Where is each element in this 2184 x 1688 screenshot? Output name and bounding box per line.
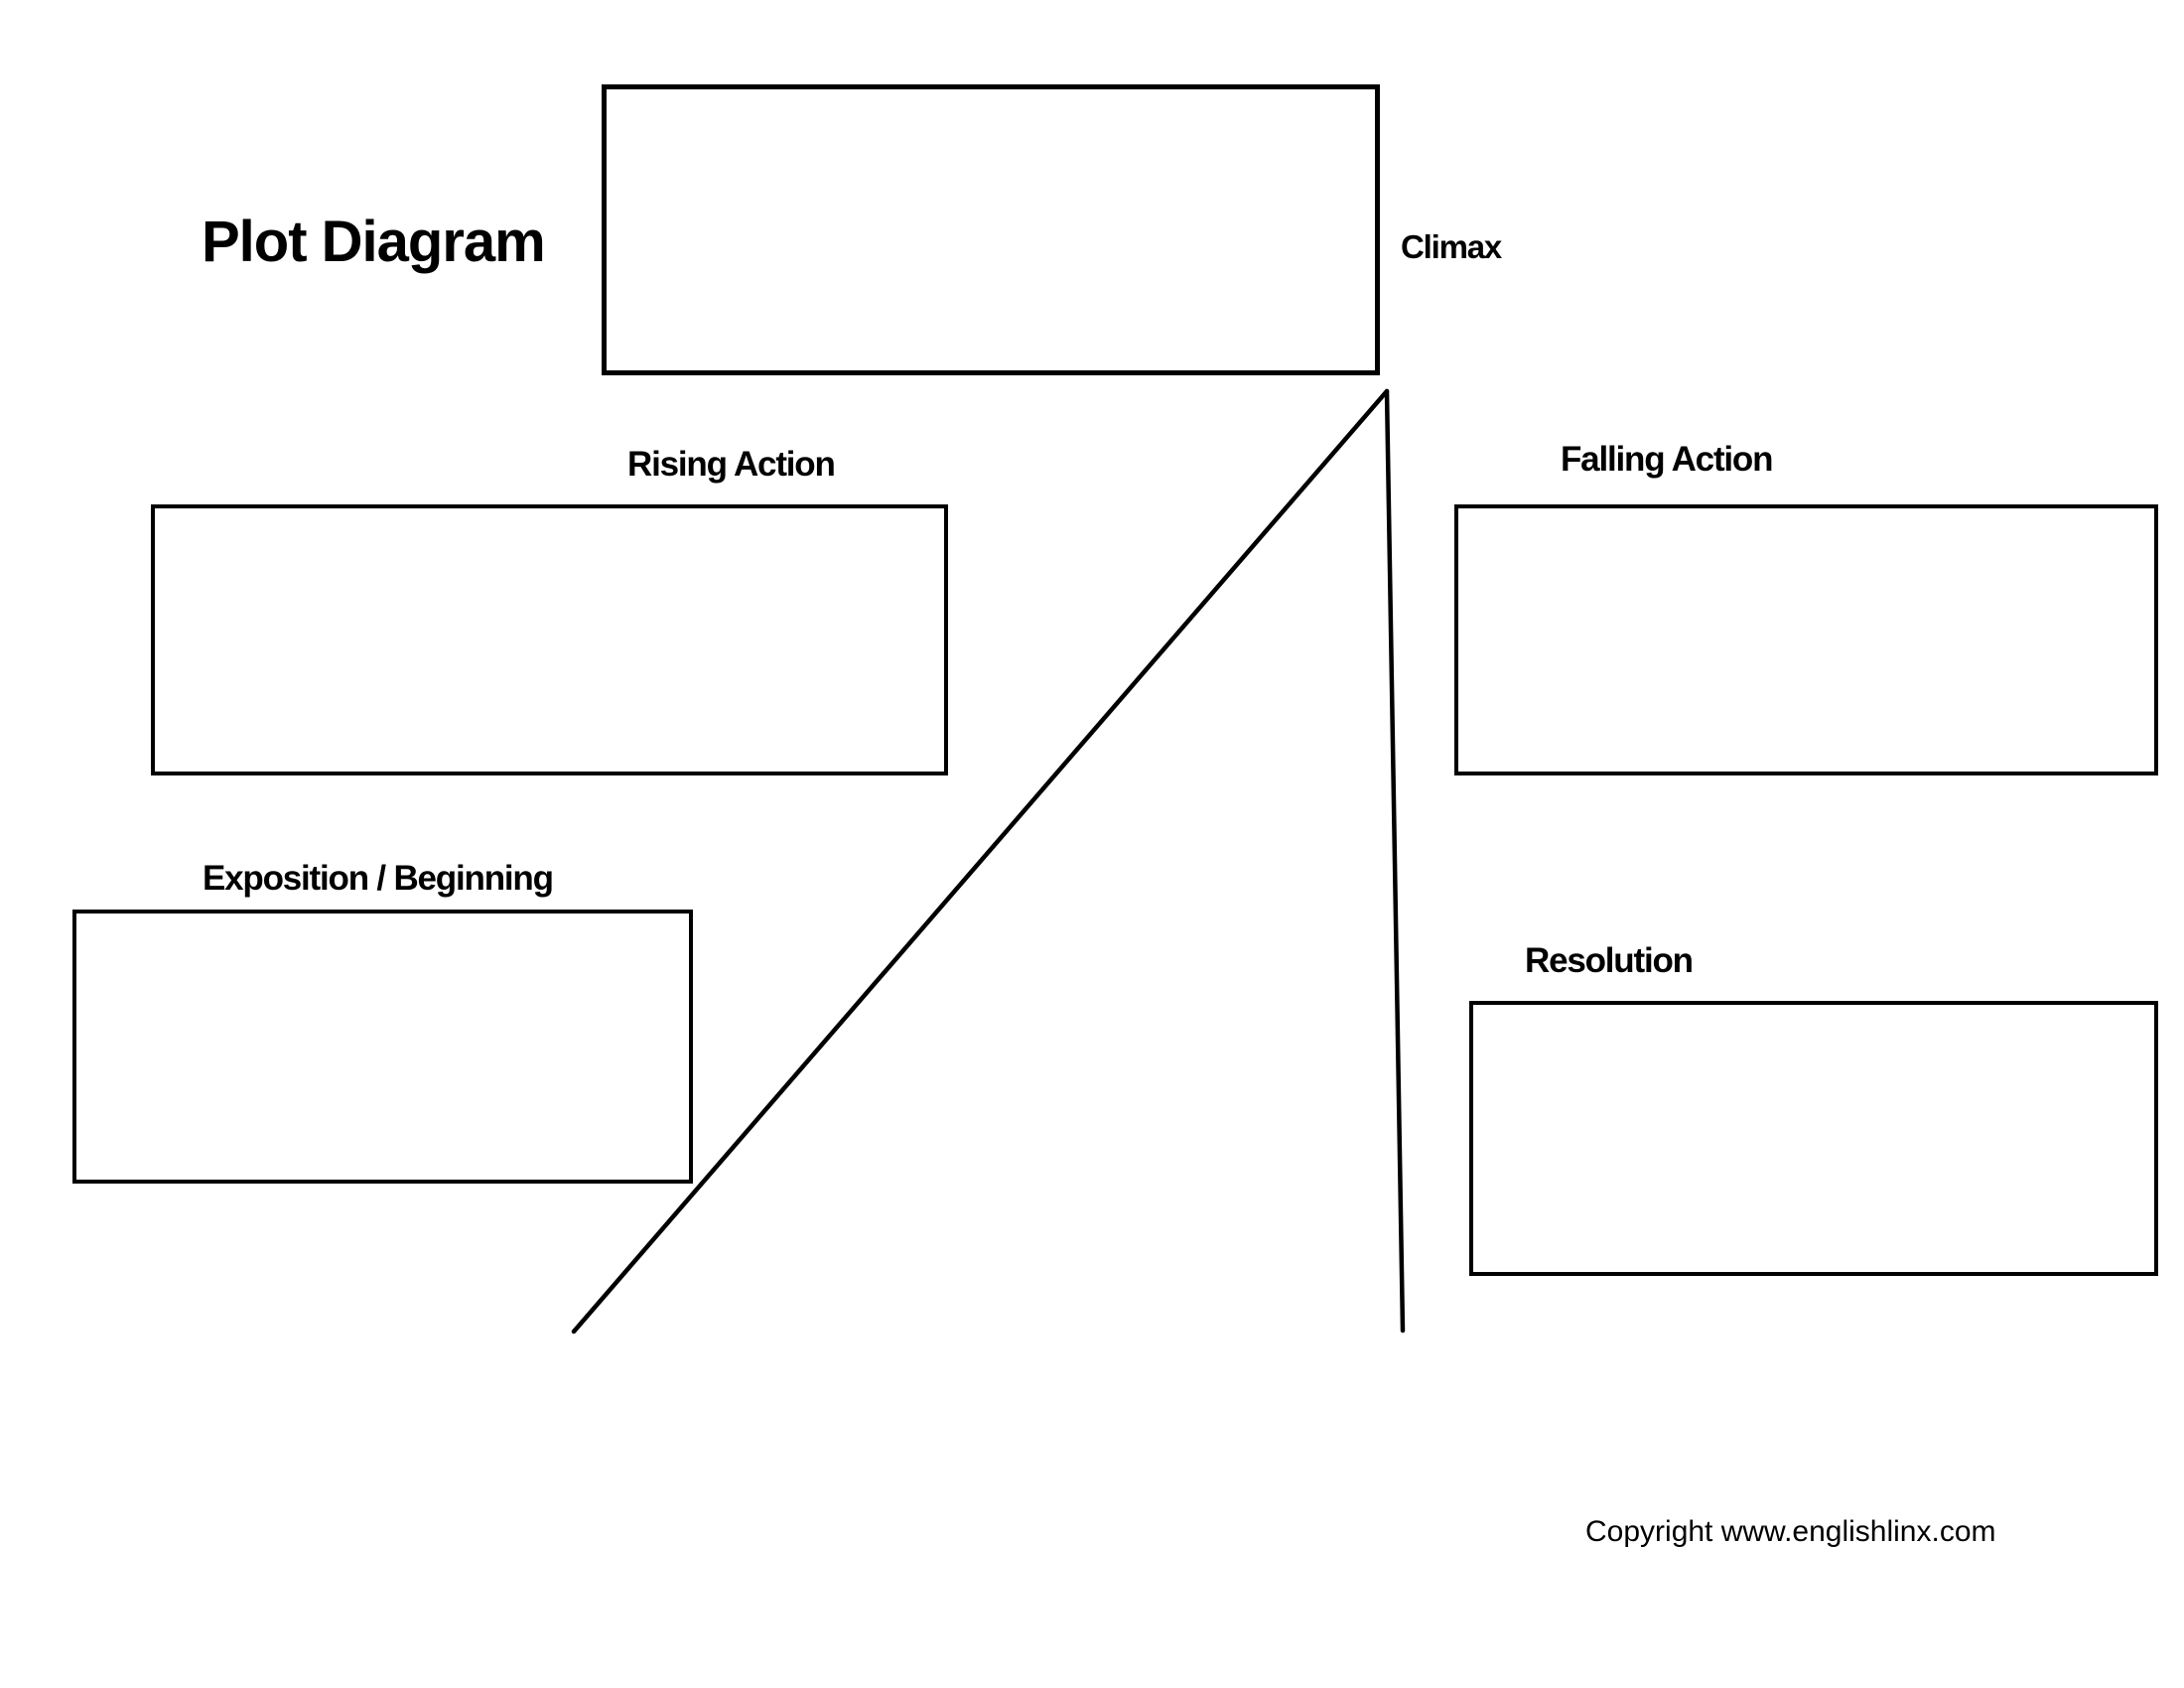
resolution-label: Resolution (1525, 941, 1694, 980)
falling-action-line (1384, 388, 1406, 1334)
climax-label: Climax (1401, 228, 1502, 265)
falling-action-label: Falling Action (1561, 440, 1773, 479)
exposition-beginning-label: Exposition / Beginning (203, 859, 554, 898)
climax-input-box[interactable] (602, 84, 1380, 375)
falling-action-input-box[interactable] (1454, 504, 2158, 775)
exposition-beginning-input-box[interactable] (72, 910, 693, 1184)
resolution-input-box[interactable] (1469, 1001, 2158, 1276)
copyright-text: Copyright www.englishlinx.com (1585, 1515, 1996, 1548)
rising-action-label: Rising Action (627, 445, 836, 484)
rising-action-input-box[interactable] (151, 504, 948, 775)
page-title: Plot Diagram (202, 210, 546, 274)
